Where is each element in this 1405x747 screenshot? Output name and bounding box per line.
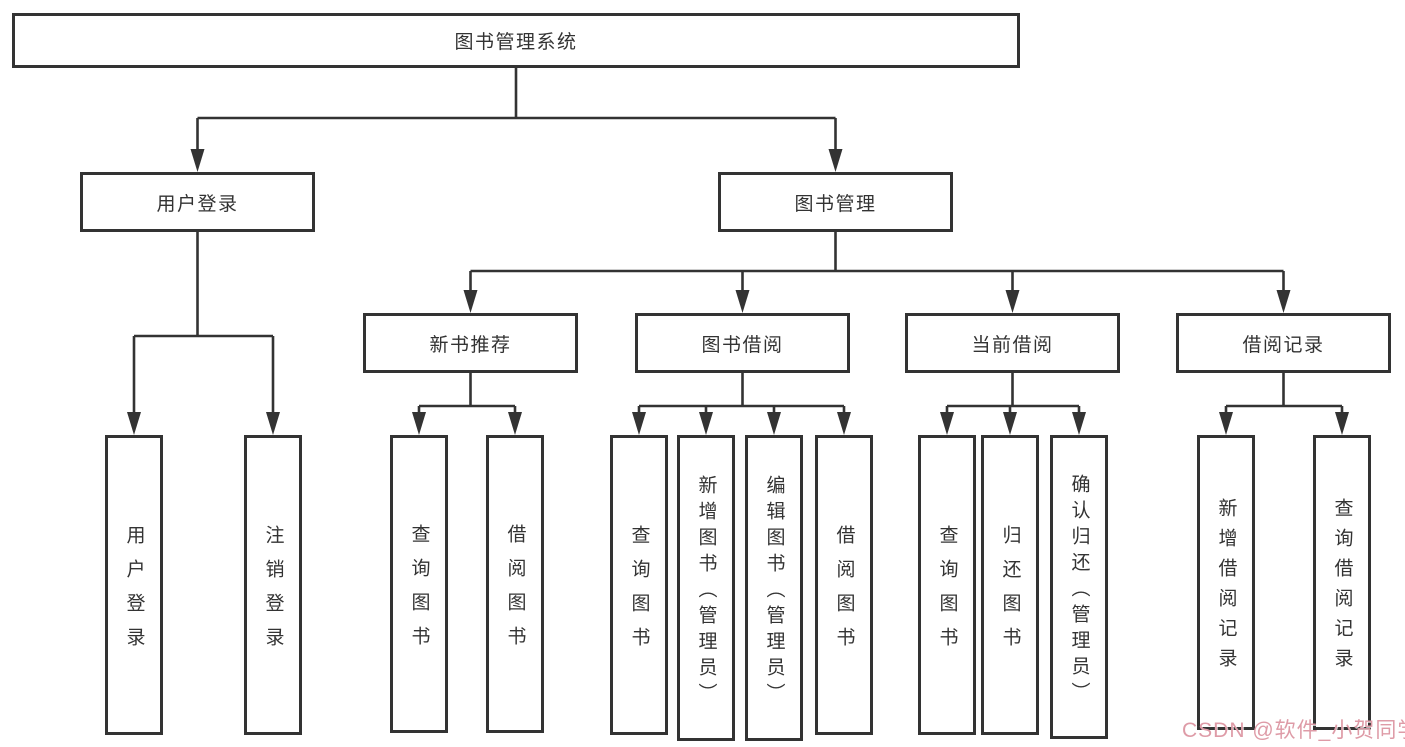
leaf-query-books-current: 查询图书 <box>918 435 976 735</box>
node-label: 图书管理 <box>794 193 877 215</box>
leaf-borrow-books-recommend: 借阅图书 <box>486 435 544 733</box>
leaf-user-login: 用户登录 <box>105 435 163 735</box>
leaf-query-borrow-record: 查询借阅记录 <box>1313 435 1371 730</box>
node-current-borrowing: 当前借阅 <box>905 313 1120 373</box>
node-label: 新书推荐 <box>429 334 512 356</box>
node-user-login: 用户登录 <box>80 172 315 232</box>
node-label: 图书管理系统 <box>454 32 578 53</box>
node-label: 当前借阅 <box>971 334 1054 356</box>
node-label: 图书借阅 <box>701 334 784 356</box>
node-borrowing-records: 借阅记录 <box>1176 313 1391 373</box>
leaf-return-book: 归还图书 <box>981 435 1039 735</box>
leaf-query-books-recommend: 查询图书 <box>390 435 448 733</box>
node-label: 借阅记录 <box>1242 334 1325 356</box>
leaf-edit-book-admin: 编辑图书（管理员） <box>745 435 803 741</box>
node-label: 借阅图书 <box>504 523 526 660</box>
leaf-query-books-borrow: 查询图书 <box>610 435 668 735</box>
node-label: 查询图书 <box>628 524 650 661</box>
csdn-watermark: CSDN @软件_小贺同学 <box>1182 719 1405 742</box>
node-label: 新增借阅记录 <box>1215 498 1237 678</box>
node-label: 新增图书（管理员） <box>695 474 717 709</box>
leaf-borrow-books: 借阅图书 <box>815 435 873 735</box>
node-label: 查询借阅记录 <box>1331 498 1353 678</box>
node-book-management: 图书管理 <box>718 172 953 232</box>
leaf-add-book-admin: 新增图书（管理员） <box>677 435 735 741</box>
node-new-book-recommend: 新书推荐 <box>363 313 578 373</box>
leaf-confirm-return-admin: 确认归还（管理员） <box>1050 435 1108 739</box>
node-label: 用户登录 <box>156 193 239 215</box>
node-label: 归还图书 <box>999 524 1021 661</box>
node-label: 编辑图书（管理员） <box>763 474 785 709</box>
node-label: 确认归还（管理员） <box>1068 473 1090 708</box>
node-label: 查询图书 <box>936 524 958 661</box>
node-book-borrowing: 图书借阅 <box>635 313 850 373</box>
leaf-logout: 注销登录 <box>244 435 302 735</box>
node-library-management-system: 图书管理系统 <box>12 13 1020 68</box>
node-label: 查询图书 <box>408 523 430 660</box>
node-label: 借阅图书 <box>833 524 855 661</box>
leaf-add-borrow-record: 新增借阅记录 <box>1197 435 1255 730</box>
node-label: 用户登录 <box>123 524 145 661</box>
node-label: 注销登录 <box>262 524 284 661</box>
